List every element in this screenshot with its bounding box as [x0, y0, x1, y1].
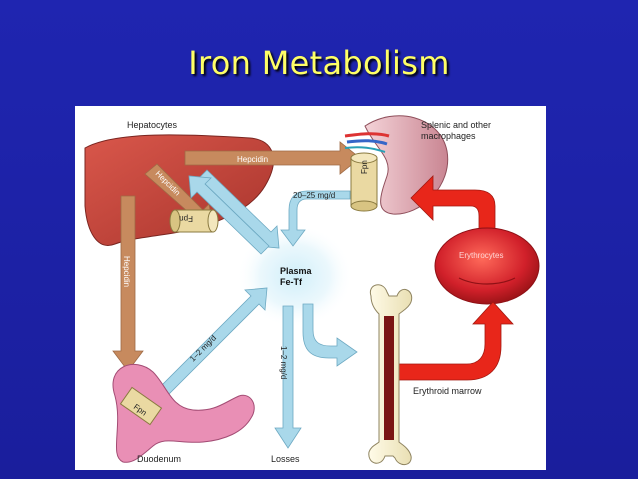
iron-metabolism-diagram: Hepatocytes Splenic and other macrophage…	[84, 115, 540, 465]
label-macrophages: macrophages	[421, 131, 476, 141]
plasma-arrow-liver-in	[188, 175, 270, 255]
hepcidin-arrow-top	[184, 141, 361, 175]
label-hepcidin-vertical: Hepcidin	[122, 256, 131, 287]
bone-marrow	[368, 284, 413, 465]
label-hepatocytes: Hepatocytes	[127, 120, 178, 130]
label-rate-losses: 1–2 mg/d	[279, 346, 288, 379]
label-duodenum: Duodenum	[137, 454, 181, 464]
label-fpn-liver: Fpn	[179, 214, 193, 223]
spleen-vessel-red	[344, 132, 390, 138]
plasma-arrow-to-marrow	[302, 303, 358, 367]
label-erythroid-marrow: Erythroid marrow	[413, 386, 482, 396]
slide-title: Iron Metabolism	[188, 44, 450, 82]
fpn-duodenum-channel	[119, 386, 163, 426]
label-losses: Losses	[271, 454, 300, 464]
plasma-arrow-to-losses	[274, 305, 302, 449]
iron-metabolism-figure: Hepatocytes Splenic and other macrophage…	[75, 106, 546, 470]
label-plasma: Plasma	[280, 266, 313, 276]
spleen-vessel-blue	[346, 139, 388, 146]
plasma-arrow-from-spleen	[280, 190, 351, 247]
erythrocyte-cell	[434, 227, 540, 305]
red-arrow-to-macrophages	[410, 175, 496, 232]
label-rate-spleen: 20–25 mg/d	[293, 191, 335, 200]
hepcidin-arrow-vertical	[112, 195, 144, 372]
fpn-liver-channel	[169, 209, 219, 233]
duodenum-shape	[112, 363, 255, 463]
label-fe-tf: Fe-Tf	[280, 277, 303, 287]
fpn-spleen-channel	[350, 152, 378, 212]
label-splenic: Splenic and other	[421, 120, 491, 130]
spleen-vessel-teal	[344, 146, 386, 153]
erythrocyte-shading	[458, 277, 516, 285]
red-arrow-to-erythrocytes	[394, 301, 514, 381]
label-erythrocytes: Erythrocytes	[459, 251, 503, 260]
label-fpn-spleen: Fpn	[360, 160, 369, 174]
label-hepcidin-top: Hepcidin	[237, 155, 268, 164]
plasma-arrow-from-duodenum	[146, 287, 268, 409]
